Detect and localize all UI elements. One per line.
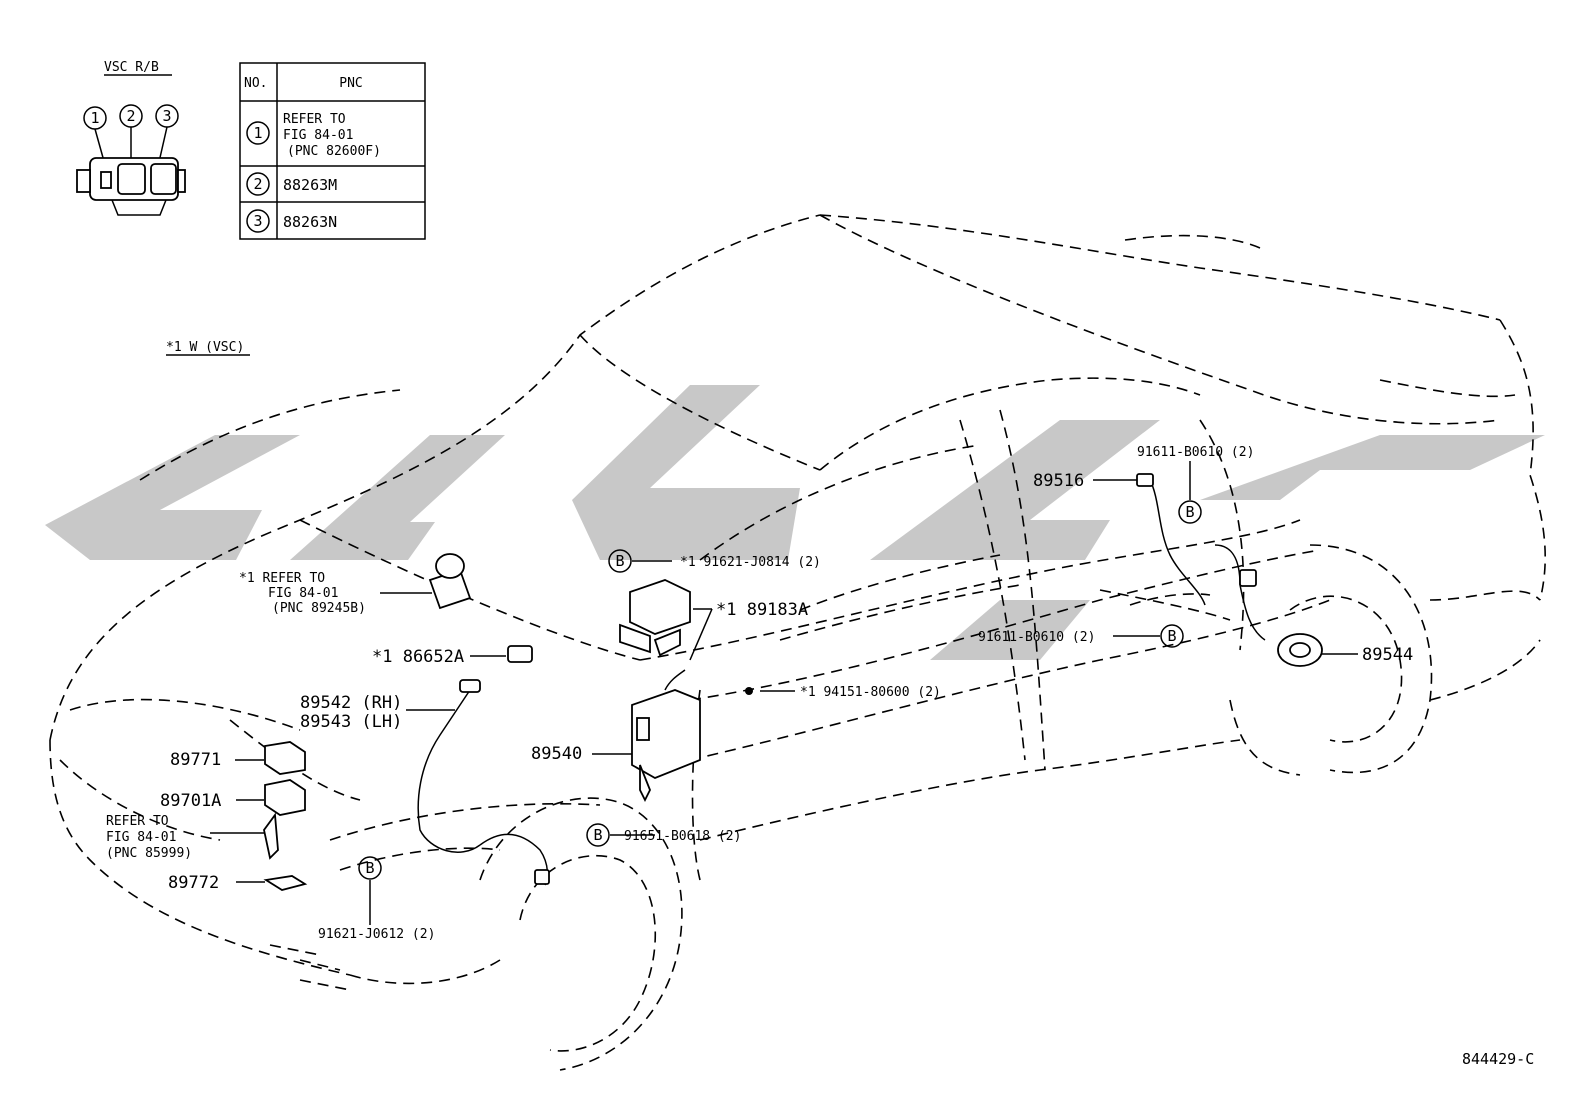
- connector-number-1: 1: [83, 106, 107, 130]
- sensor-89701a-part: [263, 779, 306, 860]
- svg-text:REFER TO: REFER TO: [106, 814, 169, 829]
- relay-89183a-part: [619, 579, 691, 657]
- callout-91621-j0612: 91621-J0612 (2): [318, 927, 435, 942]
- actuator-89540-part: [631, 669, 701, 803]
- svg-text:(PNC 85999): (PNC 85999): [106, 846, 192, 861]
- pnc-table: NO. PNC 1 REFER TO FIG 84-01 (PNC 82600F…: [239, 62, 426, 240]
- callout-89542: 89542 (RH): [300, 693, 402, 713]
- svg-text:REFER TO: REFER TO: [283, 112, 346, 127]
- table-header-no: NO.: [244, 76, 267, 91]
- car-outline: [49, 214, 1546, 1071]
- rear-sensor-rotor-89544: [1277, 633, 1323, 667]
- note-vsc: *1 W (VSC): [166, 340, 244, 355]
- callout-89544: 89544: [1362, 645, 1413, 665]
- table-header-pnc: PNC: [339, 76, 362, 91]
- leader-lines: [210, 461, 1358, 925]
- clip-89772-part: [263, 875, 308, 891]
- callout-91611-b0610-top: 91611-B0610 (2): [1137, 445, 1254, 460]
- svg-text:2: 2: [253, 175, 262, 193]
- callout-89183a: *1 89183A: [716, 600, 808, 620]
- svg-text:88263N: 88263N: [283, 213, 337, 231]
- bolt-b-circle: B: [608, 549, 632, 573]
- svg-text:B: B: [365, 859, 374, 877]
- callout-94151: *1 94151-80600 (2): [800, 685, 941, 700]
- vsc-rb-label: VSC R/B: [104, 60, 159, 75]
- callout-89516: 89516: [1033, 471, 1084, 491]
- callout-refer-89245b: *1 REFER TO FIG 84-01 (PNC 89245B): [239, 571, 366, 616]
- callout-86652a: *1 86652A: [372, 647, 464, 667]
- yaw-rate-sensor-part: [428, 553, 472, 610]
- nut-94151: [745, 687, 753, 695]
- callout-89771: 89771: [170, 750, 221, 770]
- figure-id: 844429-C: [1462, 1050, 1534, 1068]
- vsc-relay-block: VSC R/B 1 2 3: [76, 60, 186, 216]
- table-row: 3 88263N: [246, 209, 337, 233]
- connector-86652a-part: [507, 645, 533, 663]
- table-row: 1 REFER TO FIG 84-01 (PNC 82600F): [246, 112, 381, 159]
- svg-text:B: B: [1167, 627, 1176, 645]
- svg-text:3: 3: [162, 107, 171, 125]
- callout-91621-j0814: *1 91621-J0814 (2): [680, 555, 821, 570]
- bolt-b-circle: B: [358, 856, 382, 880]
- svg-text:FIG 84-01: FIG 84-01: [283, 128, 353, 143]
- svg-text:(PNC 89245B): (PNC 89245B): [272, 601, 366, 616]
- svg-text:B: B: [593, 826, 602, 844]
- svg-text:2: 2: [126, 107, 135, 125]
- connector-number-2: 2: [119, 104, 143, 128]
- svg-text:*1 REFER TO: *1 REFER TO: [239, 571, 325, 586]
- svg-text:1: 1: [90, 109, 99, 127]
- svg-text:3: 3: [253, 212, 262, 230]
- svg-text:FIG 84-01: FIG 84-01: [268, 586, 338, 601]
- callout-91651-b0618: 91651-B0618 (2): [624, 829, 741, 844]
- svg-text:FIG 84-01: FIG 84-01: [106, 830, 176, 845]
- watermark: [45, 385, 1545, 660]
- callout-91611-b0610-mid: 91611-B0610 (2): [978, 630, 1095, 645]
- svg-text:B: B: [615, 552, 624, 570]
- front-speed-sensor-wire: [417, 679, 550, 886]
- callout-89772: 89772: [168, 873, 219, 893]
- table-row: 2 88263M: [246, 172, 337, 196]
- sensor-89771-part: [264, 741, 306, 775]
- callout-89540: 89540: [531, 744, 582, 764]
- svg-text:B: B: [1185, 503, 1194, 521]
- bolt-b-circle: B: [586, 823, 610, 847]
- svg-text:1: 1: [253, 124, 262, 142]
- callout-89701a: 89701A: [160, 791, 221, 811]
- connector-number-3: 3: [155, 104, 179, 128]
- bolt-b-circle: B: [1178, 500, 1202, 524]
- callout-89543: 89543 (LH): [300, 712, 402, 732]
- svg-text:(PNC 82600F): (PNC 82600F): [287, 144, 381, 159]
- bolt-b-circle: B: [1160, 624, 1184, 648]
- svg-text:88263M: 88263M: [283, 176, 337, 194]
- callout-refer-85999: REFER TO FIG 84-01 (PNC 85999): [106, 814, 192, 861]
